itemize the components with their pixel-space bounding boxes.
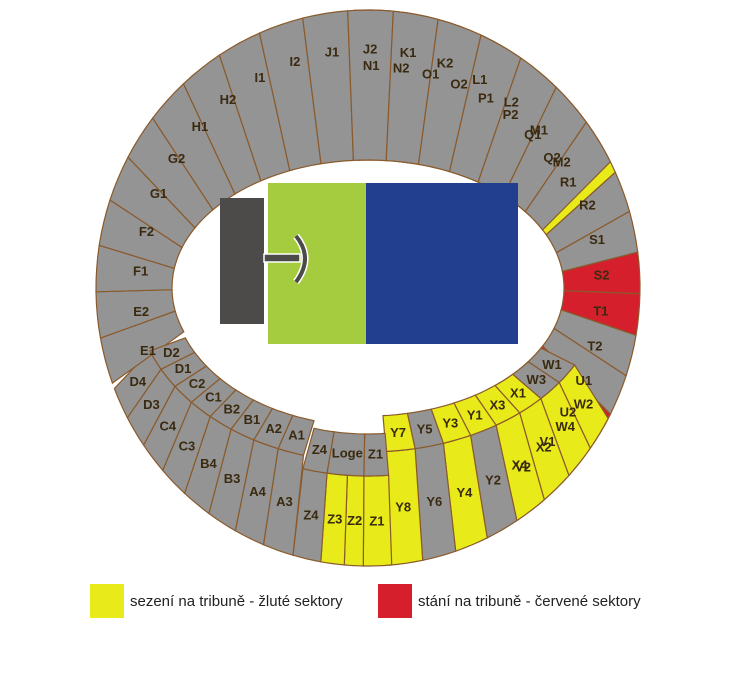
sector-label-k2-70: K2 — [437, 56, 454, 71]
sector-label-g2-62: G2 — [168, 151, 185, 166]
sector-label-y7-32: Y7 — [390, 425, 406, 440]
sector-label-t2-13: T2 — [587, 339, 602, 354]
legend-seating-label: sezení na tribuně - žluté sektory — [130, 592, 343, 610]
sector-label-u1-14: U1 — [575, 373, 592, 388]
sector-label-o2-3: O2 — [450, 77, 467, 92]
sector-label-z4-39: Z4 — [312, 442, 328, 457]
sector-label-p2-5: P2 — [503, 107, 519, 122]
sector-label-p1-4: P1 — [478, 90, 494, 105]
sector-label-m1-73: M1 — [530, 122, 548, 137]
sector-label-o1-2: O1 — [422, 67, 439, 82]
sector-label-x2-23: X2 — [536, 440, 552, 455]
sector-label-x3-24: X3 — [489, 397, 505, 412]
sector-d2-54[interactable] — [148, 337, 196, 370]
sector-m2-74[interactable] — [524, 121, 612, 231]
legend-standing: stání na tribuně - červené sektory — [378, 584, 641, 618]
sector-label-j2-68: J2 — [363, 41, 377, 56]
sector-label-d3-55: D3 — [143, 397, 160, 412]
sector-label-v2-17: V2 — [515, 460, 531, 475]
sector-y7-32[interactable] — [382, 412, 416, 453]
sector-label-n2-1: N2 — [393, 61, 410, 76]
sector-label-f2-60: F2 — [139, 224, 154, 239]
catwalk — [263, 233, 309, 285]
sector-label-a2-42: A2 — [265, 421, 282, 436]
sector-label-m2-74: M2 — [553, 155, 571, 170]
pitch-green-zone[interactable] — [268, 183, 366, 344]
sector-z4-39[interactable] — [302, 427, 335, 474]
sector-label-c4-52: C4 — [159, 419, 176, 434]
sector-label-z3-38: Z3 — [327, 512, 342, 527]
sector-label-b2-46: B2 — [223, 402, 240, 417]
sector-label-w1-18: W1 — [542, 357, 562, 372]
legend-yellow-swatch — [90, 584, 124, 618]
sector-label-u2-15: U2 — [560, 405, 577, 420]
sector-label-c2-50: C2 — [189, 376, 206, 391]
sector-label-q2-7: Q2 — [543, 150, 560, 165]
sector-label-k1-69: K1 — [400, 45, 417, 60]
sector-j2-68[interactable] — [347, 9, 394, 162]
sector-label-l1-71: L1 — [472, 72, 487, 87]
sector-label-x4-25: X4 — [512, 458, 529, 473]
sector-label-a4-44: A4 — [249, 484, 266, 499]
sector-label-a3-43: A3 — [276, 494, 293, 509]
sector-label-s1-10: S1 — [589, 232, 605, 247]
sector-label-d4-56: D4 — [129, 374, 146, 389]
sector-label-w4-21: W4 — [555, 419, 575, 434]
sector-label-l2-72: L2 — [504, 95, 519, 110]
sector-label-q1-6: Q1 — [524, 127, 541, 142]
sector-label-loge-36: Loge — [332, 446, 363, 461]
sector-label-h2-64: H2 — [220, 92, 237, 107]
pitch-blue-zone[interactable] — [366, 183, 518, 344]
sector-label-z1-35: Z1 — [369, 513, 384, 528]
sector-label-y6-31: Y6 — [426, 494, 442, 509]
sector-label-i2-66: I2 — [289, 54, 300, 69]
sector-label-i1-65: I1 — [254, 70, 265, 85]
sector-label-y1-26: Y1 — [467, 407, 483, 422]
stage-block — [220, 198, 264, 324]
sector-label-z4-40: Z4 — [303, 508, 319, 523]
sector-label-e2-58: E2 — [133, 304, 149, 319]
sector-label-r2-9: R2 — [579, 198, 596, 213]
sector-label-z2-37: Z2 — [347, 513, 362, 528]
sector-label-f1-59: F1 — [133, 264, 148, 279]
sector-label-d1-53: D1 — [175, 361, 192, 376]
sector-label-d2-54: D2 — [163, 345, 180, 360]
sector-label-r1-8: R1 — [560, 175, 577, 190]
sector-label-n1-0: N1 — [363, 58, 380, 73]
sector-label-y2-27: Y2 — [485, 473, 501, 488]
sector-label-v1-16: V1 — [540, 434, 556, 449]
sector-label-t1-12: T1 — [593, 303, 608, 318]
sector-label-s2-11: S2 — [594, 268, 610, 283]
sector-label-c3-51: C3 — [179, 438, 196, 453]
sector-label-b3-47: B3 — [224, 471, 241, 486]
sector-label-w2-19: W2 — [574, 396, 594, 411]
sector-label-j1-67: J1 — [325, 44, 339, 59]
legend-standing-label: stání na tribuně - červené sektory — [418, 592, 641, 610]
sector-label-w3-20: W3 — [527, 372, 547, 387]
inner-ring-sectors — [148, 337, 576, 477]
sector-label-z1-34: Z1 — [368, 446, 383, 461]
sector-label-b1-45: B1 — [244, 412, 261, 427]
sector-label-b4-48: B4 — [200, 456, 217, 471]
sector-label-e1-57: E1 — [140, 343, 156, 358]
sector-label-y3-28: Y3 — [442, 416, 458, 431]
sector-label-a1-41: A1 — [288, 428, 305, 443]
legend-seating: sezení na tribuně - žluté sektory — [90, 584, 343, 618]
sector-label-y8-33: Y8 — [395, 499, 411, 514]
sector-label-x1-22: X1 — [510, 386, 526, 401]
sector-label-c1-49: C1 — [205, 390, 222, 405]
sector-label-y5-30: Y5 — [417, 421, 433, 436]
sector-label-g1-61: G1 — [150, 186, 167, 201]
legend-red-swatch — [378, 584, 412, 618]
outer-ring-sectors — [95, 9, 641, 567]
sector-label-y4-29: Y4 — [456, 485, 473, 500]
sector-label-h1-63: H1 — [192, 119, 209, 134]
